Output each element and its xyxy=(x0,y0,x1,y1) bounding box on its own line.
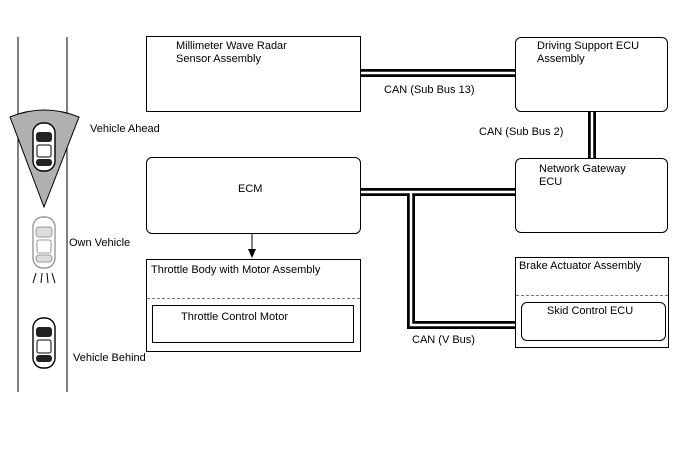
can-v-bus-label: CAN (V Bus) xyxy=(412,334,475,346)
network-gateway-ecu-box xyxy=(515,158,668,233)
vehicle-behind-icon xyxy=(32,317,56,369)
vehicle-ahead-label: Vehicle Ahead xyxy=(90,123,160,135)
own-vehicle-label: Own Vehicle xyxy=(69,237,131,249)
driving-support-ecu-label: Driving Support ECU Assembly xyxy=(537,40,640,65)
can-sub-bus-13-label: CAN (Sub Bus 13) xyxy=(384,84,475,96)
radar-sensor-label: Millimeter Wave Radar Sensor Assembly xyxy=(176,40,287,65)
driving-support-ecu-box xyxy=(515,37,668,112)
own-vehicle-light-marks xyxy=(32,272,56,284)
radar-sensor-box xyxy=(146,36,361,112)
throttle-control-motor-box xyxy=(152,305,354,343)
own-vehicle-icon xyxy=(32,216,56,269)
network-gateway-ecu-label: Network Gateway ECU xyxy=(539,163,626,188)
ecm-to-throttle-arrow xyxy=(248,234,256,258)
vehicle-ahead-icon xyxy=(32,122,56,172)
throttle-body-divider xyxy=(147,298,360,299)
throttle-body-label: Throttle Body with Motor Assembly xyxy=(151,264,321,276)
ecm-box xyxy=(146,157,361,234)
skid-control-ecu-label: Skid Control ECU xyxy=(547,305,634,317)
vehicle-behind-label: Vehicle Behind xyxy=(73,352,146,364)
can-sub-bus-2-label: CAN (Sub Bus 2) xyxy=(479,126,564,138)
brake-actuator-divider xyxy=(516,295,668,296)
skid-control-ecu-box xyxy=(521,302,666,341)
ecm-label: ECM xyxy=(238,183,263,195)
brake-actuator-label: Brake Actuator Assembly xyxy=(519,260,642,272)
can-v-bus-line xyxy=(361,188,522,329)
throttle-control-motor-label: Throttle Control Motor xyxy=(181,311,288,323)
